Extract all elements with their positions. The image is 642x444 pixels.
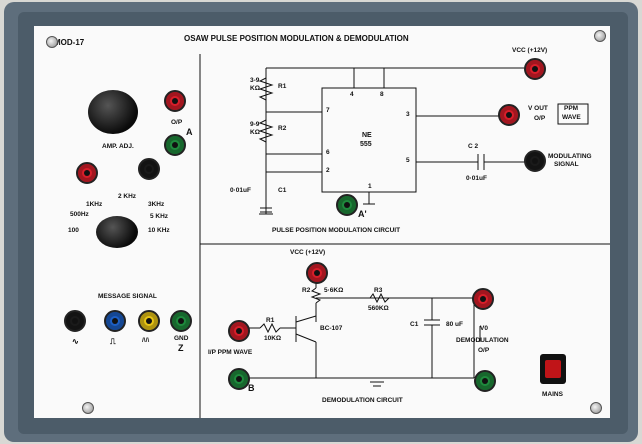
r1-unit: KΩ <box>250 85 260 92</box>
freq-1khz: 1KHz <box>86 201 103 208</box>
demod-c1-value: 80 uF <box>446 321 463 328</box>
ppm-box-line1: PPM <box>564 105 579 112</box>
freq-100: 100 <box>68 227 79 234</box>
square-label: ⎍ <box>110 337 116 346</box>
demod-vcc-jack[interactable] <box>306 262 328 284</box>
vout-op-label: O/P <box>534 115 546 122</box>
pin-5: 5 <box>406 157 410 164</box>
b-marker: B <box>248 383 255 393</box>
freq-red-jack[interactable] <box>76 162 98 184</box>
gnd-jack[interactable] <box>170 310 192 332</box>
freq-black-jack[interactable] <box>138 158 160 180</box>
c2-value: 0·01uF <box>466 175 487 182</box>
ppm-caption: PULSE POSITION MODULATION CIRCUIT <box>272 227 401 234</box>
vo-label: V0 <box>480 325 488 332</box>
demod-c1-name: C1 <box>410 321 419 328</box>
screw-top-right <box>594 30 606 42</box>
op-marker: A <box>186 127 193 137</box>
ic-name: NE <box>362 132 372 139</box>
demodulation-label: DEMODULATION <box>456 337 509 344</box>
ppm-vcc-label: VCC (+12V) <box>512 47 548 54</box>
demod-r2-value: 5·6KΩ <box>324 287 344 294</box>
pin-3: 3 <box>406 111 410 118</box>
ppm-output-jack[interactable] <box>498 104 520 126</box>
demod-r1-value: 10KΩ <box>264 335 282 342</box>
pin-4: 4 <box>350 91 354 98</box>
r2-name: R2 <box>278 125 287 132</box>
ic-number: 555 <box>360 141 372 148</box>
demod-vcc-label: VCC (+12V) <box>290 249 326 256</box>
screw-bottom-left <box>82 402 94 414</box>
demod-r3-name: R3 <box>374 287 383 294</box>
output-green-jack[interactable] <box>164 134 186 156</box>
panel-title: OSAW PULSE POSITION MODULATION & DEMODUL… <box>184 34 409 43</box>
demod-output-jack[interactable] <box>472 288 494 310</box>
modulating-label-2: SIGNAL <box>554 161 579 168</box>
amplitude-knob[interactable] <box>88 90 138 134</box>
demod-op-label: O/P <box>478 347 490 354</box>
ppm-box-line2: WAVE <box>562 114 581 121</box>
a-prime-marker: A' <box>358 209 367 219</box>
sine-label: ∿ <box>72 337 79 346</box>
demod-caption: DEMODULATION CIRCUIT <box>322 397 403 404</box>
front-panel: MOD-17 OSAW PULSE POSITION MODULATION & … <box>34 26 610 418</box>
freq-500hz: 500Hz <box>70 211 89 218</box>
pin-8: 8 <box>380 91 384 98</box>
demod-r2-name: R2 <box>302 287 311 294</box>
triangle-label: /\/\ <box>142 337 150 344</box>
gnd-marker: Z <box>178 343 184 353</box>
r2-value: 9-9 <box>250 121 260 128</box>
freq-5khz: 5 KHz <box>150 213 169 220</box>
model-number: MOD-17 <box>54 38 85 47</box>
output-red-jack[interactable] <box>164 90 186 112</box>
modulating-signal-jack[interactable] <box>524 150 546 172</box>
r1-name: R1 <box>278 83 287 90</box>
sine-output-jack[interactable] <box>64 310 86 332</box>
ppm-vcc-jack[interactable] <box>524 58 546 80</box>
ppm-a-prime-jack[interactable] <box>336 194 358 216</box>
screw-top-left <box>46 36 58 48</box>
amp-adj-label: AMP. ADJ. <box>102 143 134 150</box>
freq-2khz: 2 KHz <box>118 193 137 200</box>
gnd-label: GND <box>174 335 189 342</box>
demod-gnd-jack[interactable] <box>474 370 496 392</box>
modulating-label-1: MODULATING <box>548 153 592 160</box>
r1-value: 3-9 <box>250 77 260 84</box>
demod-r3-value: 560KΩ <box>368 305 389 312</box>
frequency-selector-knob[interactable] <box>96 216 138 248</box>
pin-2: 2 <box>326 167 330 174</box>
input-label: I/P PPM WAVE <box>208 349 253 356</box>
c2-name: C 2 <box>468 143 479 150</box>
triangle-output-jack[interactable] <box>138 310 160 332</box>
demod-input-jack[interactable] <box>228 320 250 342</box>
c1-name: C1 <box>278 187 287 194</box>
pin-1: 1 <box>368 183 372 190</box>
square-output-jack[interactable] <box>104 310 126 332</box>
c1-value: 0·01uF <box>230 187 251 194</box>
op-label: O/P <box>171 119 183 126</box>
vout-label: V OUT <box>528 105 548 112</box>
freq-3khz: 3KHz <box>148 201 165 208</box>
pin-7: 7 <box>326 107 330 114</box>
message-signal-label: MESSAGE SIGNAL <box>98 293 157 300</box>
demod-b-jack[interactable] <box>228 368 250 390</box>
transistor-label: BC-107 <box>320 325 343 332</box>
mains-switch[interactable] <box>540 354 566 384</box>
screw-bottom-right <box>590 402 602 414</box>
freq-10khz: 10 KHz <box>148 227 170 234</box>
mains-label: MAINS <box>542 391 563 398</box>
demod-r1-name: R1 <box>266 317 275 324</box>
circuit-diagram <box>199 54 610 418</box>
r2-unit: KΩ <box>250 129 260 136</box>
pin-6: 6 <box>326 149 330 156</box>
